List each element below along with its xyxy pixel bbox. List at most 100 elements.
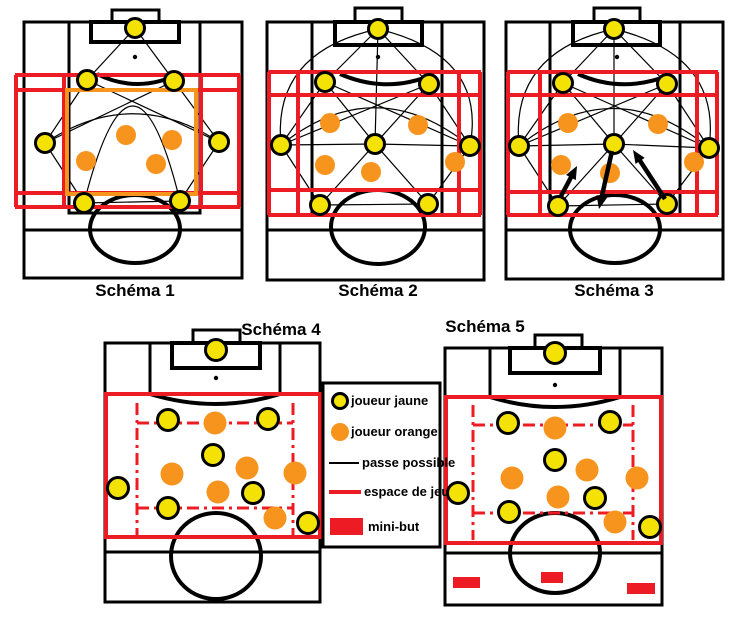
yellow-player — [73, 192, 95, 214]
movement-arrow — [558, 173, 575, 200]
orange-player — [684, 152, 704, 172]
schema3-players — [508, 18, 720, 217]
penalty-spot — [614, 54, 620, 60]
orange-player — [543, 416, 567, 440]
orange-player — [551, 155, 571, 175]
yellow-player — [256, 407, 280, 431]
penalty-spot — [552, 382, 558, 388]
orange-player — [203, 411, 227, 435]
orange-player — [408, 115, 428, 135]
yellow-player — [656, 73, 678, 95]
orange-player — [546, 485, 570, 509]
yellow-player — [603, 18, 625, 40]
center-circle — [568, 193, 662, 265]
penalty-area-sides — [148, 343, 282, 394]
yellow-player-swatch — [331, 392, 349, 410]
center-circle — [169, 511, 263, 601]
orange-player — [575, 458, 599, 482]
penalty-spot — [375, 54, 381, 60]
movement-arrow-head — [633, 150, 645, 164]
orange-player — [283, 461, 307, 485]
yellow-player — [638, 515, 662, 539]
schema4-players — [106, 338, 320, 535]
orange-player — [263, 506, 287, 530]
yellow-player — [583, 486, 607, 510]
orange-player — [648, 114, 668, 134]
orange-player — [625, 466, 649, 490]
orange-player — [146, 154, 166, 174]
yellow-player — [603, 133, 625, 155]
mini-goal — [541, 572, 563, 583]
yellow-player — [698, 137, 720, 159]
penalty-arc — [149, 392, 281, 406]
yellow-player — [270, 134, 292, 156]
yellow-player — [169, 190, 191, 212]
yellow-player — [547, 195, 569, 217]
schema3-play-space — [506, 70, 719, 217]
legend-label-pass-line: passe possible — [362, 455, 456, 470]
yellow-player — [309, 194, 331, 216]
orange-player — [206, 480, 230, 504]
yellow-player — [204, 338, 228, 362]
orange-player — [76, 151, 96, 171]
yellow-player — [497, 500, 521, 524]
schema5-title: Schéma 5 — [445, 317, 525, 336]
yellow-player — [241, 481, 265, 505]
penalty-arc — [489, 395, 621, 409]
schema4-title: Schéma 4 — [241, 320, 321, 339]
orange-player — [320, 113, 340, 133]
yellow-player — [156, 408, 180, 432]
orange-player — [361, 162, 381, 182]
orange-player — [500, 466, 524, 490]
schema5-players — [446, 341, 662, 539]
schema1-players — [34, 17, 230, 214]
yellow-player — [76, 69, 98, 91]
yellow-player — [124, 17, 146, 39]
schema2-title: Schéma 2 — [338, 281, 418, 300]
yellow-player — [364, 133, 386, 155]
legend-label-yellow-player: joueur jaune — [351, 393, 429, 408]
movement-arrow — [636, 157, 667, 201]
penalty-area-sides — [488, 348, 622, 397]
yellow-player — [201, 443, 225, 467]
schema1-play-space — [14, 73, 241, 209]
orange-player — [445, 152, 465, 172]
yellow-player — [296, 511, 320, 535]
orange-player — [235, 456, 259, 480]
schema5-mini-goals — [453, 572, 655, 594]
schema3-title: Schéma 3 — [574, 281, 654, 300]
yellow-player — [543, 448, 567, 472]
yellow-player — [459, 135, 481, 157]
legend-label-play-space: espace de jeu — [364, 484, 450, 499]
orange-player — [160, 462, 184, 486]
schema1-title: Schéma 1 — [95, 281, 175, 300]
mini-goal — [453, 577, 480, 588]
orange-player-swatch — [331, 423, 349, 441]
yellow-player — [598, 410, 622, 434]
central-orange-zone — [65, 88, 198, 196]
orange-player — [315, 155, 335, 175]
mini-goal-swatch — [330, 518, 363, 535]
yellow-player — [418, 73, 440, 95]
schema3-movement-arrows — [558, 150, 667, 209]
yellow-player — [543, 341, 567, 365]
legend-label-orange-player: joueur orange — [351, 424, 438, 439]
yellow-player — [552, 72, 574, 94]
movement-arrow-head — [596, 195, 608, 209]
movement-arrow-head — [566, 166, 577, 181]
orange-player — [558, 113, 578, 133]
legend-box — [321, 381, 442, 549]
yellow-player — [656, 193, 678, 215]
penalty-spot — [132, 54, 138, 60]
legend-label-mini-goal: mini-but — [368, 519, 420, 534]
orange-player — [603, 510, 627, 534]
yellow-player — [163, 70, 185, 92]
orange-player — [116, 125, 136, 145]
mini-goal — [627, 583, 655, 594]
schema1-pass-lines — [44, 27, 220, 204]
yellow-player — [446, 481, 470, 505]
yellow-player — [34, 132, 56, 154]
movement-arrow — [598, 150, 615, 200]
